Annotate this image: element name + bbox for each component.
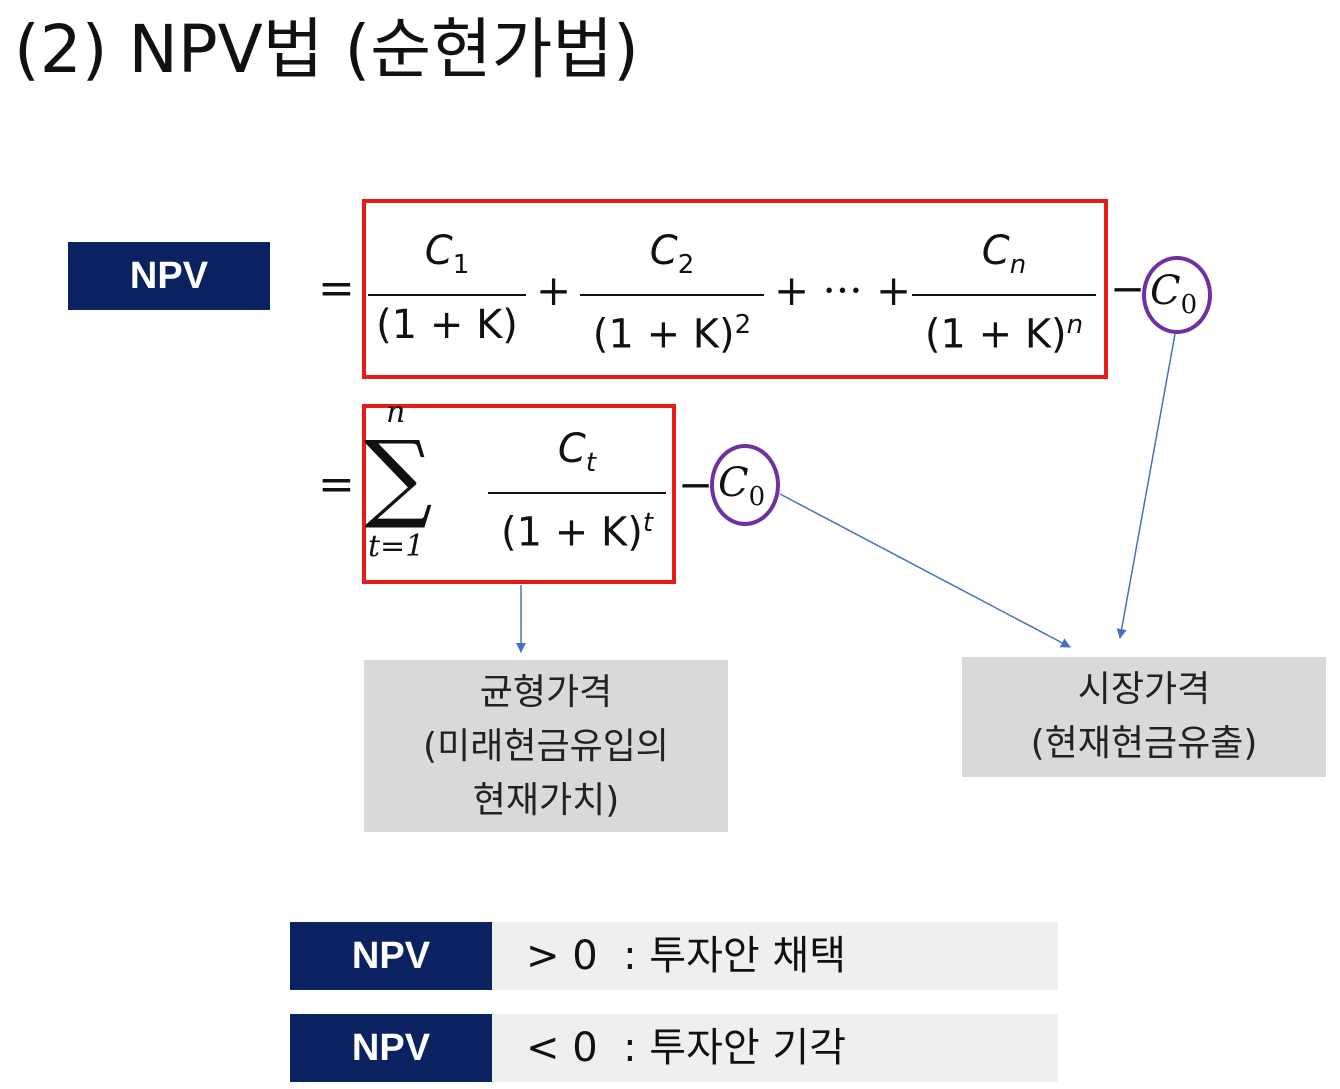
page-title: (2) NPV법 (순현가법) xyxy=(14,11,639,88)
formula1-minus: − xyxy=(1110,264,1146,313)
condition-reject-text: < 0 : 투자안 기각 xyxy=(492,1014,1058,1082)
formula1-term1: C1 (1 + K) xyxy=(368,228,526,348)
equilibrium-line3: 현재가치) xyxy=(472,780,620,821)
formula1-c0-circle xyxy=(1142,256,1212,334)
market-line2: (현재현금유출) xyxy=(1030,723,1258,764)
formula2-highlight-box xyxy=(362,404,676,584)
equilibrium-line2: (미래현금유입의 xyxy=(423,726,669,767)
condition-accept-text: > 0 : 투자안 채택 xyxy=(492,922,1058,990)
formula2-fraction: Ct (1 + K)t xyxy=(488,426,666,555)
formula1-c0: C0 xyxy=(1150,268,1198,320)
condition-npv-label-accept: NPV xyxy=(290,922,492,990)
market-line1: 시장가격 xyxy=(1077,669,1211,710)
formula1-termn: Cn (1 + K)n xyxy=(912,228,1096,357)
formula1-equals: = xyxy=(318,263,355,314)
formula2-minus: − xyxy=(678,460,714,509)
formula1-ellipsis: + ··· + xyxy=(774,266,912,315)
formula1-highlight-box xyxy=(362,199,1108,379)
equilibrium-line1: 균형가격 xyxy=(479,672,613,713)
formula2-c0-circle xyxy=(710,444,780,526)
arrow-c0-formula1-to-market xyxy=(1116,333,1176,639)
sigma-upper-limit: n xyxy=(386,395,406,430)
market-price-box: 시장가격 (현재현금유출) xyxy=(962,657,1326,777)
equilibrium-price-box: 균형가격 (미래현금유입의 현재가치) xyxy=(364,660,728,832)
formula1-plus: + xyxy=(536,266,572,315)
formula1-term2: C2 (1 + K)2 xyxy=(580,228,764,357)
sigma-lower-limit: t=1 xyxy=(368,529,425,564)
npv-label: NPV xyxy=(68,242,270,310)
sigma-symbol: ∑ xyxy=(364,420,433,532)
arrow-c0-formula2-to-market xyxy=(779,493,1071,648)
formula2-c0: C0 xyxy=(718,460,766,512)
formula2-equals: = xyxy=(318,459,355,510)
condition-npv-label-reject: NPV xyxy=(290,1014,492,1082)
